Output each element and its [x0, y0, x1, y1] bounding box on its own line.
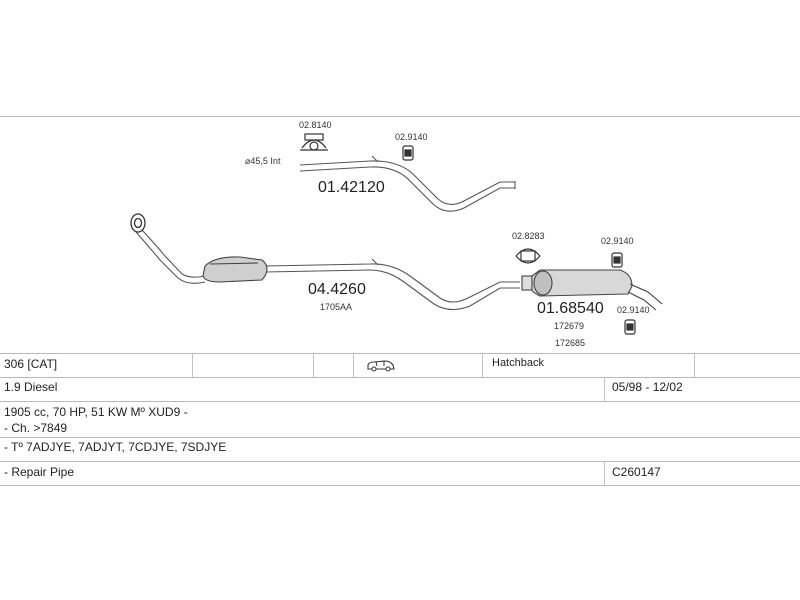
silencer-code: 172679	[554, 321, 585, 331]
column-divider	[694, 353, 695, 377]
upper-pipe	[299, 155, 516, 212]
front-pipe-sub-code: 1705AA	[320, 302, 353, 312]
reference-code-cell: C260147	[612, 465, 661, 479]
model-cell: 306 [CAT]	[4, 357, 58, 371]
front-pipe	[135, 229, 520, 311]
table-row: 306 [CAT] Hatchback	[0, 357, 800, 377]
catalytic-converter-icon	[202, 256, 268, 283]
table-rule	[0, 353, 800, 354]
column-divider	[313, 353, 314, 377]
top-rule	[0, 116, 800, 117]
body-type-cell: Hatchback	[492, 357, 544, 369]
engine-spec-cell: 1905 cc, 70 HP, 51 KW Mº XUD9 -	[4, 405, 188, 419]
rubber-part-number: 02.9140	[617, 305, 650, 315]
silencer-code: 172685	[555, 338, 586, 348]
silencer-part-number: 01.68540	[537, 300, 604, 317]
table-row: 1905 cc, 70 HP, 51 KW Mº XUD9 -	[0, 405, 800, 423]
table-rule	[0, 437, 800, 438]
column-divider	[604, 377, 605, 401]
front-pipe-part-number: 04.4260	[308, 281, 366, 298]
rubber-part-number: 02.9140	[395, 132, 428, 142]
clamp-icon	[300, 133, 328, 151]
rubber-mount-icon	[624, 319, 636, 335]
rear-silencer	[521, 269, 663, 311]
clamp-icon	[515, 248, 541, 264]
column-divider	[353, 353, 354, 377]
table-row: - Ch. >7849	[0, 421, 800, 439]
inlet-diameter-label: ⌀45,5 Int	[245, 156, 281, 166]
table-rule	[0, 401, 800, 402]
inlet-flange-icon	[130, 213, 146, 233]
upper-pipe-part-number: 01.42120	[318, 179, 385, 196]
chassis-cell: - Ch. >7849	[4, 421, 68, 435]
engine-cell: 1.9 Diesel	[4, 380, 58, 394]
table-row: - Repair Pipe C260147	[0, 465, 800, 483]
date-range-cell: 05/98 - 12/02	[612, 380, 683, 394]
rubber-mount-icon	[611, 252, 623, 268]
column-divider	[604, 461, 605, 485]
clamp-part-number: 02.8283	[512, 231, 545, 241]
rubber-mount-icon	[402, 145, 414, 161]
rubber-part-number: 02.9140	[601, 236, 634, 246]
car-icon	[366, 358, 396, 375]
exhaust-drawing	[130, 133, 663, 335]
table-row: 1.9 Diesel 05/98 - 12/02	[0, 380, 800, 400]
note-cell: - Repair Pipe	[4, 465, 75, 479]
table-rule	[0, 485, 800, 486]
column-divider	[482, 353, 483, 377]
exhaust-diagram: 02.8140 02.9140 ⌀45,5 Int 01.42120 04.42…	[0, 116, 800, 352]
table-rule	[0, 461, 800, 462]
table-row: - Tº 7ADJYE, 7ADJYT, 7CDJYE, 7SDJYE	[0, 440, 800, 458]
engine-types-cell: - Tº 7ADJYE, 7ADJYT, 7CDJYE, 7SDJYE	[4, 440, 227, 454]
column-divider	[192, 353, 193, 377]
clamp-part-number: 02.8140	[299, 120, 332, 130]
table-rule	[0, 377, 800, 378]
